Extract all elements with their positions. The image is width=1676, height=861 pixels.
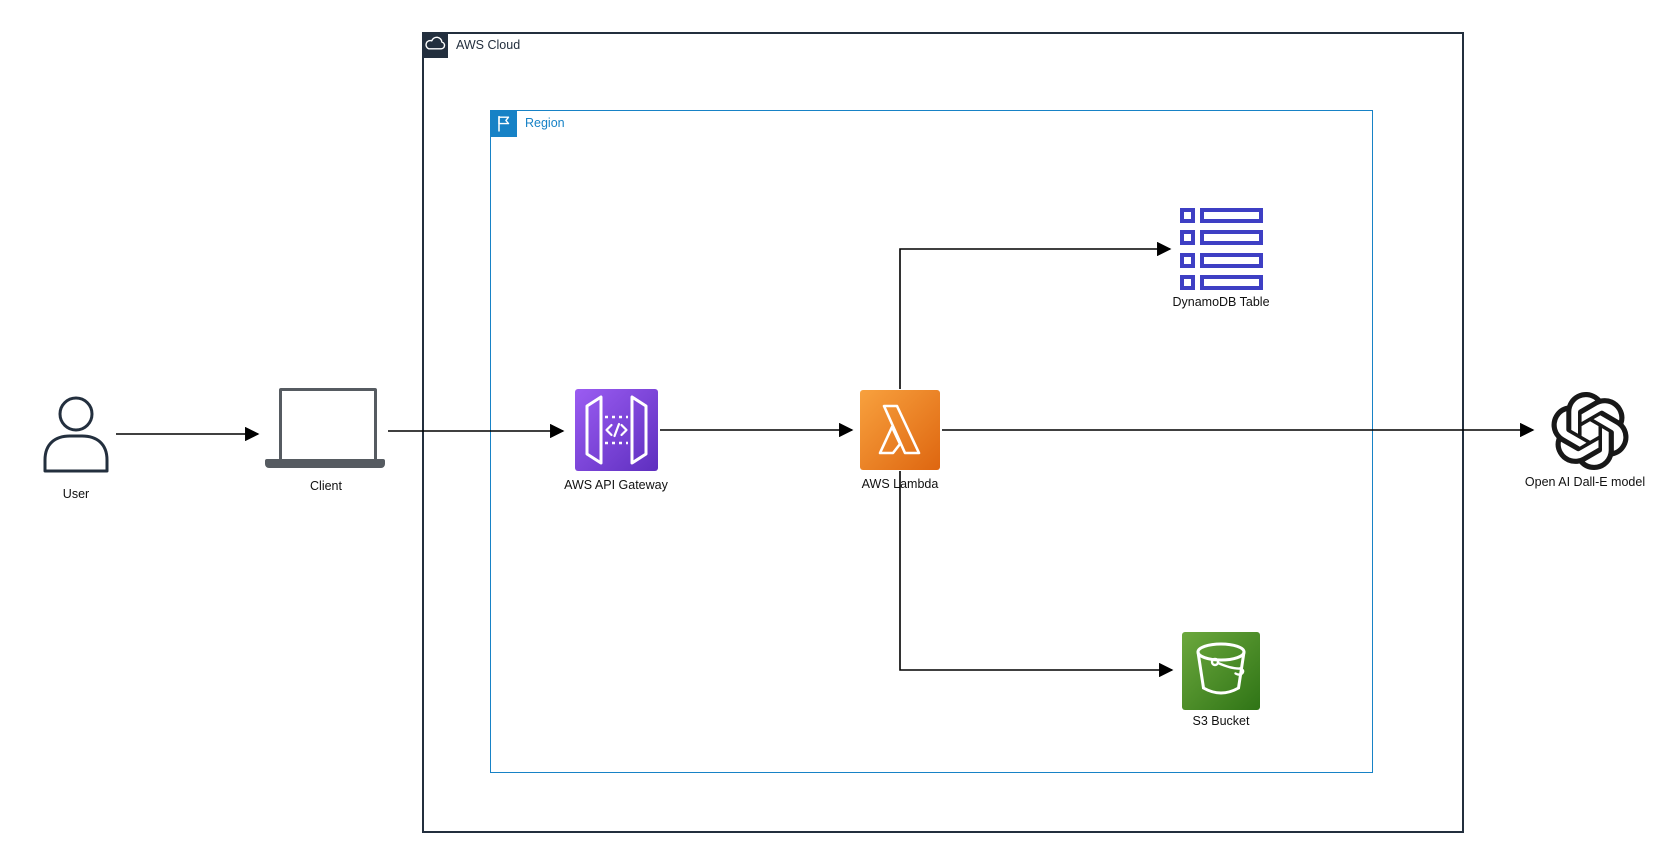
dynamodb-row bbox=[1180, 274, 1263, 290]
laptop-icon bbox=[279, 388, 377, 465]
dynamodb-table-icon bbox=[1180, 208, 1263, 290]
aws-cloud-icon bbox=[422, 32, 448, 58]
openai-logo-icon bbox=[1547, 392, 1633, 470]
edge-lambda-s3 bbox=[899, 471, 1174, 678]
openai-label: Open AI Dall-E model bbox=[1524, 475, 1646, 489]
node-user bbox=[40, 395, 112, 473]
aws-cloud-label: AWS Cloud bbox=[456, 38, 521, 52]
laptop-base bbox=[265, 459, 385, 468]
s3-bucket-icon bbox=[1182, 632, 1260, 710]
region-label: Region bbox=[525, 116, 565, 130]
dynamodb-row bbox=[1180, 208, 1263, 223]
user-icon bbox=[43, 396, 109, 473]
edge-lambda-dynamodb bbox=[899, 241, 1172, 389]
dynamodb-label: DynamoDB Table bbox=[1172, 295, 1270, 309]
client-label: Client bbox=[310, 479, 342, 493]
lambda-icon bbox=[860, 390, 940, 470]
s3-label: S3 Bucket bbox=[1192, 714, 1250, 728]
dynamodb-row bbox=[1180, 230, 1263, 246]
api-gateway-icon bbox=[575, 389, 658, 471]
aws-cloud-group bbox=[422, 32, 1464, 833]
user-label: User bbox=[62, 487, 90, 501]
api-gateway-label: AWS API Gateway bbox=[564, 478, 668, 492]
lambda-label: AWS Lambda bbox=[861, 477, 939, 491]
region-group bbox=[490, 110, 1373, 773]
region-flag-icon bbox=[490, 110, 517, 137]
dynamodb-row bbox=[1180, 252, 1263, 268]
